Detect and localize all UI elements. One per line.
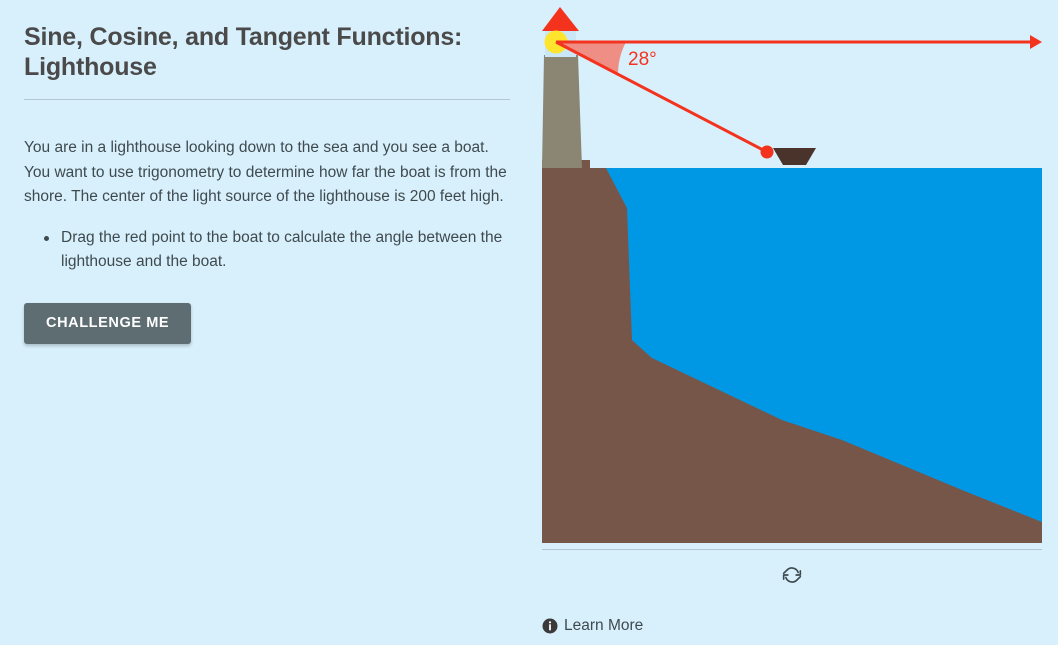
horizontal-ray-arrowhead — [1030, 35, 1042, 49]
challenge-me-button[interactable]: CHALLENGE ME — [24, 302, 192, 344]
figure-controls — [542, 563, 1042, 587]
figure-divider — [542, 549, 1042, 550]
boat-icon — [773, 148, 816, 165]
learn-more-label: Learn More — [564, 617, 644, 634]
line-of-sight — [555, 40, 768, 154]
lighthouse-diagram[interactable]: 28° — [542, 0, 1042, 543]
angle-label: 28° — [628, 49, 657, 70]
drag-point-icon — [760, 145, 774, 159]
lighthouse-tower — [542, 55, 582, 168]
instruction-list: Drag the red point to the boat to calcul… — [24, 226, 514, 275]
reset-button[interactable] — [780, 563, 804, 587]
page-title: Sine, Cosine, and Tangent Functions: Lig… — [24, 23, 463, 81]
seabed-cliff — [542, 168, 1042, 543]
learn-more-link[interactable]: Learn More — [542, 617, 643, 635]
refresh-icon — [782, 567, 802, 583]
lighthouse-roof — [542, 7, 579, 31]
list-item: Drag the red point to the boat to calcul… — [44, 226, 514, 275]
title-divider — [24, 99, 510, 100]
info-icon — [542, 618, 558, 634]
problem-description: You are in a lighthouse looking down to … — [24, 139, 507, 205]
instructions-panel: Sine, Cosine, and Tangent Functions: Lig… — [24, 0, 514, 344]
